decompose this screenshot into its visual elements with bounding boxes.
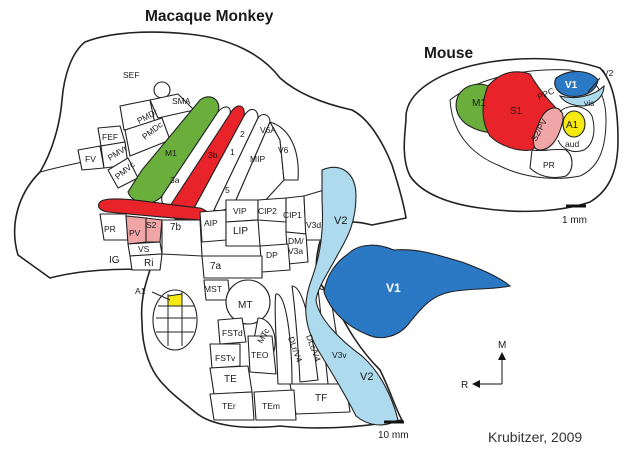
orientation-indicator: M R: [461, 340, 506, 391]
label-3a: 3a: [170, 175, 180, 185]
mouse-area-v2: [558, 84, 605, 107]
label-v1: V1: [386, 281, 401, 295]
label-fstd: FSTd: [222, 328, 243, 338]
macaque-title: Macaque Monkey: [145, 8, 274, 25]
label-te: TE: [224, 374, 237, 385]
label-pv: PV: [129, 228, 141, 238]
label-cip1: CIP1: [283, 210, 302, 220]
label-ig: IG: [109, 255, 120, 266]
area-ter: [209, 391, 255, 421]
area-dlc-v4: [291, 285, 319, 383]
mouse-label-v1: V1: [565, 80, 578, 91]
label-lip: LIP: [233, 226, 248, 237]
area-teo: [247, 335, 277, 375]
label-mt: MT: [238, 300, 252, 311]
area-auditory-core: [152, 289, 198, 351]
label-ri: Ri: [144, 258, 153, 269]
label-vs: VS: [138, 244, 150, 254]
label-pr: PR: [104, 224, 116, 234]
area-tem: [253, 389, 297, 421]
label-v2-top: V2: [334, 215, 347, 227]
mouse-label-s1: S1: [510, 106, 523, 117]
mouse-label-pr: PR: [543, 160, 555, 170]
label-3b: 3b: [208, 150, 218, 160]
label-v6a: V6A: [260, 125, 276, 135]
rostral-arrow-head: [472, 380, 480, 388]
label-vip: VIP: [233, 206, 247, 216]
label-fv: FV: [85, 154, 96, 164]
label-v3v: V3v: [332, 350, 347, 360]
label-cip2: CIP2: [258, 206, 277, 216]
label-fstv: FSTv: [215, 353, 236, 363]
label-medial: M: [498, 340, 506, 351]
figure-credit: Krubitzer, 2009: [488, 429, 582, 445]
label-mst: MST: [204, 284, 222, 294]
a1-pointer-line: [151, 291, 171, 301]
area-7a: [201, 255, 263, 279]
mouse-label-v2: V2: [603, 68, 614, 78]
label-dm-v3a: DM/V3a: [288, 236, 304, 256]
label-v2-bottom: V2: [360, 371, 373, 383]
label-teo: TEO: [251, 350, 269, 360]
mouse-area-pr: [529, 148, 573, 179]
area-a1: [167, 293, 183, 307]
area-ri: [129, 253, 163, 271]
mouse-label-aud: aud: [565, 139, 579, 149]
label-dp: DP: [266, 250, 278, 260]
label-v6: V6: [278, 145, 289, 155]
area-7b: [161, 219, 203, 257]
area-fstd: [217, 317, 247, 345]
label-a1: A1: [135, 286, 146, 296]
label-2: 2: [240, 129, 245, 139]
mouse-v2-pointer: [587, 77, 601, 93]
medial-arrow-head: [498, 352, 506, 360]
label-7a: 7a: [210, 261, 222, 272]
label-sma: SMA: [172, 96, 191, 106]
area-mt: [225, 279, 271, 325]
macaque-map: Macaque Monkey: [13, 8, 512, 441]
label-mip: MIP: [250, 154, 265, 164]
mouse-inner-boundary: [449, 69, 607, 179]
mouse-map: Mouse M1 S1 S2/PV PR A1 aud PPC V1 V2 vi…: [403, 45, 619, 226]
label-v3d: V3d: [306, 220, 321, 230]
label-ter: TEr: [222, 401, 236, 411]
mouse-label-a1: A1: [566, 120, 579, 131]
mouse-area-v1: [554, 70, 599, 97]
mouse-label-m1: M1: [472, 98, 486, 109]
area-v1: [323, 244, 512, 339]
label-5: 5: [225, 185, 230, 195]
area-sef: [153, 81, 171, 99]
label-fef: FEF: [102, 132, 118, 142]
mouse-aud-boundary: [557, 106, 595, 153]
area-v2: [305, 166, 399, 426]
label-tem: TEm: [262, 401, 280, 411]
mouse-title: Mouse: [424, 45, 473, 62]
macaque-scale-label: 10 mm: [378, 430, 409, 441]
mouse-label-vis: vis: [584, 98, 594, 108]
label-7b: 7b: [170, 222, 182, 233]
label-1: 1: [230, 147, 235, 157]
label-s2: S2: [146, 220, 157, 230]
mouse-area-a1: [562, 110, 586, 138]
mouse-scale-label: 1 mm: [562, 215, 587, 226]
label-sef: SEF: [123, 70, 140, 80]
label-aip: AIP: [204, 218, 218, 228]
label-rostral: R: [461, 380, 468, 391]
label-tf: TF: [315, 393, 327, 404]
area-mip: [269, 121, 299, 181]
label-m1: M1: [165, 148, 177, 158]
